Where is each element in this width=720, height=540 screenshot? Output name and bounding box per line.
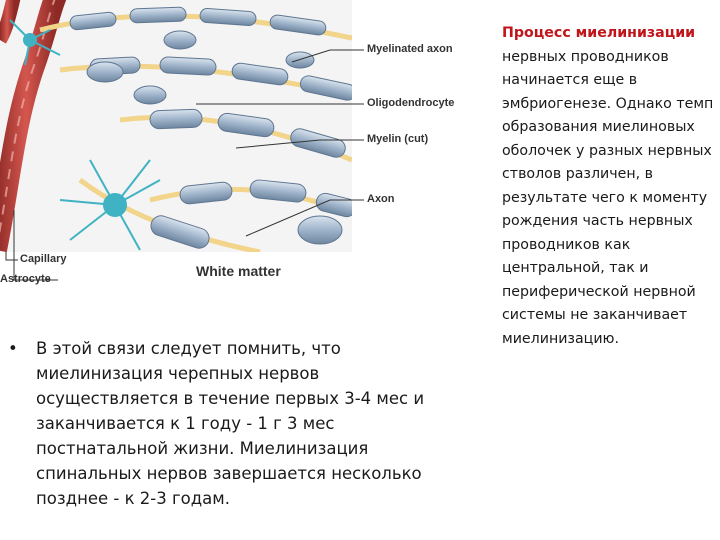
side-paragraph-highlight: Процесс миелинизации [502, 25, 696, 41]
label-capillary: Capillary [20, 253, 67, 265]
label-myelinated-axon: Myelinated axon [367, 43, 453, 55]
callout-lines [5, 49, 364, 281]
label-astrocyte: Astrocyte [0, 273, 51, 285]
bullet-text: В этой связи следует помнить, что миелин… [36, 339, 425, 508]
bullet-marker: • [8, 339, 18, 358]
label-axon: Axon [367, 193, 395, 205]
bullet-paragraph: • В этой связи следует помнить, что миел… [8, 336, 448, 511]
white-matter-illustration: Myelinated axon Oligodendrocyte Myelin (… [0, 0, 500, 292]
figure-caption: White matter [196, 263, 281, 279]
myelination-diagram [0, 0, 364, 281]
label-oligodendrocyte: Oligodendrocyte [367, 97, 455, 109]
capillary-vessel [0, 0, 67, 252]
side-paragraph: Процесс миелинизации нервных проводников… [502, 22, 714, 351]
label-myelin-cut: Myelin (cut) [367, 133, 429, 145]
oligodendrocyte-cells [86, 30, 343, 245]
astrocyte-cells [9, 19, 161, 251]
myelin-sheaths [69, 6, 352, 249]
side-paragraph-body: нервных проводников начинается еще в эмб… [502, 48, 714, 347]
